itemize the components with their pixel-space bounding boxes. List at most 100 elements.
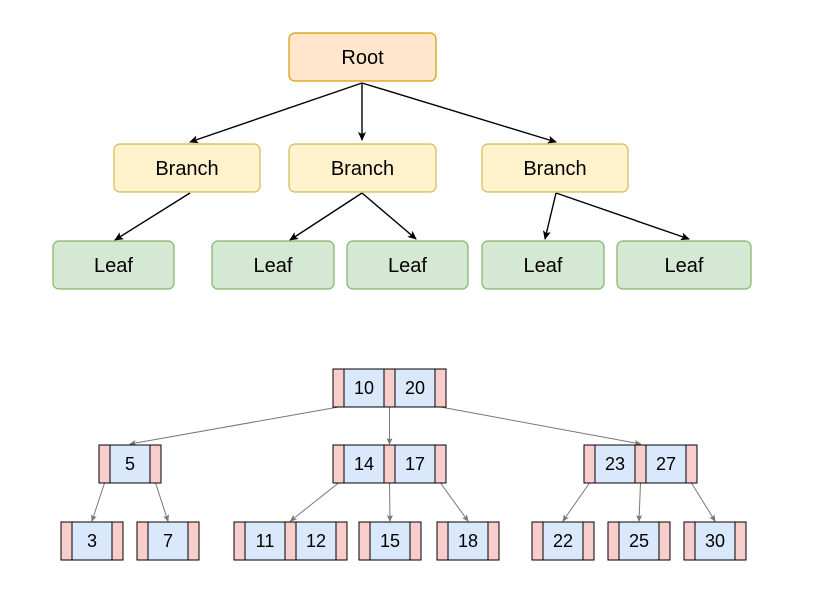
edge-b3-to-l5: [555, 192, 690, 241]
btree-pointer-cell: [150, 445, 161, 483]
btree-pointer-cell: [488, 522, 499, 560]
leaf-box: [52, 240, 175, 290]
btree-pointer-cell: [684, 522, 695, 560]
btree-edge-n_14_17-to-n_18: [440, 482, 469, 522]
btree-pointer-cell: [437, 522, 448, 560]
btree-edge-n_root-to-n_23_27: [440, 406, 642, 446]
top-tree-edges: [114, 82, 690, 241]
btree-node-border: [607, 521, 671, 561]
branch-box: [481, 143, 629, 193]
root-label: Root: [341, 47, 384, 69]
btree-key-label: 30: [705, 531, 725, 551]
btree-key-label: 15: [380, 531, 400, 551]
branch-node-b2: Branch: [288, 143, 437, 193]
btree-node-border: [332, 368, 447, 408]
edge-root-to-b3: [361, 82, 557, 144]
leaf-node-l4: Leaf: [481, 240, 605, 290]
leaf-box: [211, 240, 335, 290]
btree-key-cell: [296, 522, 336, 560]
btree-key-label: 5: [125, 454, 135, 474]
btree-edge-n_14_17-to-n_11_12: [289, 482, 339, 522]
edge-b3-to-l4: [542, 192, 557, 240]
btree-key-label: 17: [405, 454, 425, 474]
btree-node-n_18: 18: [436, 521, 500, 561]
btree-node-n_23_27: 23 27: [583, 444, 698, 484]
edge-b2-to-l2: [289, 192, 363, 241]
btree-edge-n_23_27-to-n_30: [691, 482, 716, 522]
btree-key-cell: [148, 522, 188, 560]
branch-box: [288, 143, 437, 193]
branch-box: [113, 143, 261, 193]
btree-pointer-cell: [99, 445, 110, 483]
btree-key-label: 3: [87, 531, 97, 551]
btree-key-label: 23: [605, 454, 625, 474]
btree-pointer-cell: [61, 522, 72, 560]
btree-key-label: 22: [553, 531, 573, 551]
btree-node-border: [683, 521, 747, 561]
btree-node-n_22: 22: [531, 521, 595, 561]
btree-edge-n_14_17-to-n_15: [386, 482, 393, 522]
btree-pointer-cell: [336, 522, 347, 560]
root-box: [288, 32, 437, 82]
btree-key-label: 12: [306, 531, 326, 551]
leaf-box: [481, 240, 605, 290]
btree-node-n_25: 25: [607, 521, 671, 561]
btree-pointer-cell: [285, 522, 296, 560]
branch-label: Branch: [155, 158, 218, 180]
btree-node-border: [136, 521, 200, 561]
btree-pointer-cell: [112, 522, 123, 560]
btree-key-cell: [72, 522, 112, 560]
btree-key-cell: [543, 522, 583, 560]
btree-key-label: 20: [405, 378, 425, 398]
btree-key-label: 10: [354, 378, 374, 398]
btree-node-n_root: 10 20: [332, 368, 447, 408]
btree-node-border: [436, 521, 500, 561]
btree-pointer-cell: [435, 369, 446, 407]
btree-node-border: [233, 521, 348, 561]
root-node-root: Root: [288, 32, 437, 82]
btree-node-n_3: 3: [60, 521, 124, 561]
btree-pointer-cell: [659, 522, 670, 560]
btree-key-label: 18: [458, 531, 478, 551]
btree-node-n_15: 15: [358, 521, 422, 561]
btree-pointer-cell: [686, 445, 697, 483]
btree-pointer-cell: [137, 522, 148, 560]
btree-pointer-cell: [532, 522, 543, 560]
btree-key-cell: [370, 522, 410, 560]
btree-key-label: 7: [163, 531, 173, 551]
btree-key-cell: [110, 445, 150, 483]
btree-edge-n_root-to-n_5: [129, 406, 339, 446]
btree-key-cell: [395, 445, 435, 483]
btree-node-n_5: 5: [98, 444, 162, 484]
branch-label: Branch: [523, 158, 586, 180]
btree-key-cell: [448, 522, 488, 560]
branch-node-b1: Branch: [113, 143, 261, 193]
btree-edge-n_23_27-to-n_22: [562, 482, 590, 522]
btree-pointer-cell: [188, 522, 199, 560]
btree-key-cell: [245, 522, 285, 560]
btree-node-border: [98, 444, 162, 484]
leaf-label: Leaf: [665, 255, 704, 277]
edge-root-to-b1: [189, 82, 363, 144]
leaf-node-l2: Leaf: [211, 240, 335, 290]
branch-node-b3: Branch: [481, 143, 629, 193]
edge-b1-to-l1: [114, 192, 191, 241]
btree-node-border: [60, 521, 124, 561]
btree-node-n_7: 7: [136, 521, 200, 561]
btree-key-label: 25: [629, 531, 649, 551]
leaf-label: Leaf: [94, 255, 133, 277]
btree-edge-n_5-to-n_3: [91, 482, 105, 522]
btree-key-label: 14: [354, 454, 374, 474]
btree-edge-n_23_27-to-n_25: [636, 482, 643, 522]
leaf-box: [616, 240, 752, 290]
btree-key-label: 27: [656, 454, 676, 474]
btree-node-border: [531, 521, 595, 561]
btree-pointer-cell: [584, 445, 595, 483]
leaf-label: Leaf: [388, 255, 427, 277]
btree-node-border: [332, 444, 447, 484]
leaf-label: Leaf: [524, 255, 563, 277]
btree-node-n_14_17: 14 17: [332, 444, 447, 484]
